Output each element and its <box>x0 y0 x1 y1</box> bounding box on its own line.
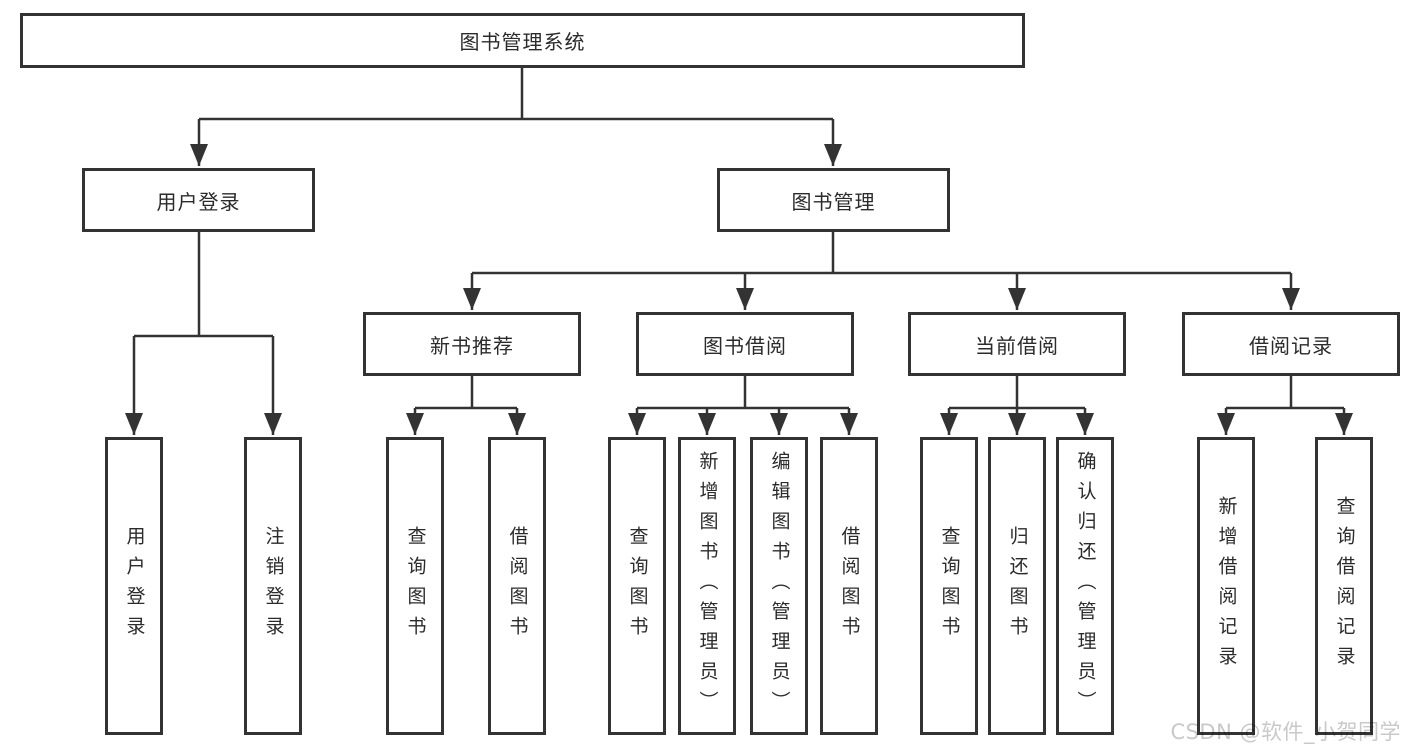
leaf-user-login: 用户登录 <box>105 437 163 735</box>
node-book-management: 图书管理 <box>717 168 950 232</box>
leaf-search-books-borrowing: 查询图书 <box>608 437 666 735</box>
leaf-confirm-return-admin: 确认归还（管理员） <box>1056 437 1114 735</box>
leaf-borrow-books-borrowing: 借阅图书 <box>820 437 878 735</box>
csdn-watermark: CSDN @软件_小贺同学 <box>1170 720 1401 744</box>
node-user-login: 用户登录 <box>82 168 315 232</box>
leaf-add-borrow-record: 新增借阅记录 <box>1197 437 1255 735</box>
node-book-borrowing: 图书借阅 <box>636 312 854 376</box>
leaf-edit-book-admin: 编辑图书（管理员） <box>750 437 808 735</box>
leaf-borrow-books-recommend: 借阅图书 <box>488 437 546 735</box>
leaf-return-book: 归还图书 <box>988 437 1046 735</box>
node-new-book-recommendation: 新书推荐 <box>363 312 581 376</box>
node-borrowing-records: 借阅记录 <box>1182 312 1400 376</box>
node-library-management-system: 图书管理系统 <box>20 13 1025 68</box>
leaf-search-books-recommend: 查询图书 <box>386 437 444 735</box>
leaf-search-borrow-record: 查询借阅记录 <box>1315 437 1373 735</box>
leaf-logout: 注销登录 <box>244 437 302 735</box>
node-current-borrowing: 当前借阅 <box>908 312 1126 376</box>
leaf-search-books-current: 查询图书 <box>920 437 978 735</box>
leaf-add-book-admin: 新增图书（管理员） <box>678 437 736 735</box>
